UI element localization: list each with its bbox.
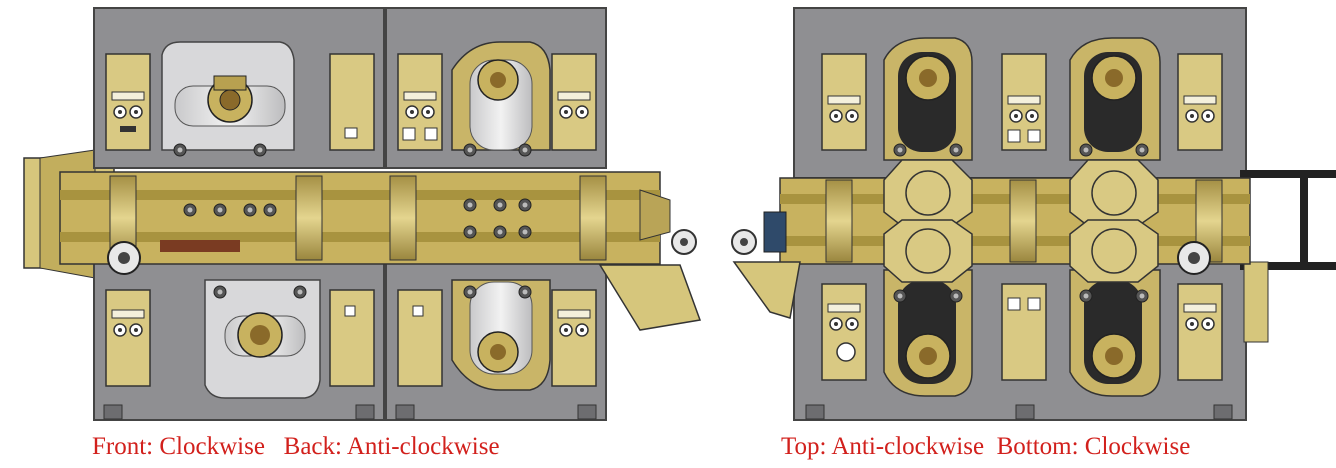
control-panel-icon [111,91,145,132]
right-caption: Top: Anti-clockwise Bottom: Clockwise [781,433,1191,460]
wheel-icon [107,241,141,275]
right-machine [731,7,1336,421]
left-machine [23,7,702,421]
roller-assembly-icon [207,75,253,123]
machine-illustration [23,7,1336,421]
left-caption: Front: Clockwise Back: Anti-clockwise [92,433,500,460]
